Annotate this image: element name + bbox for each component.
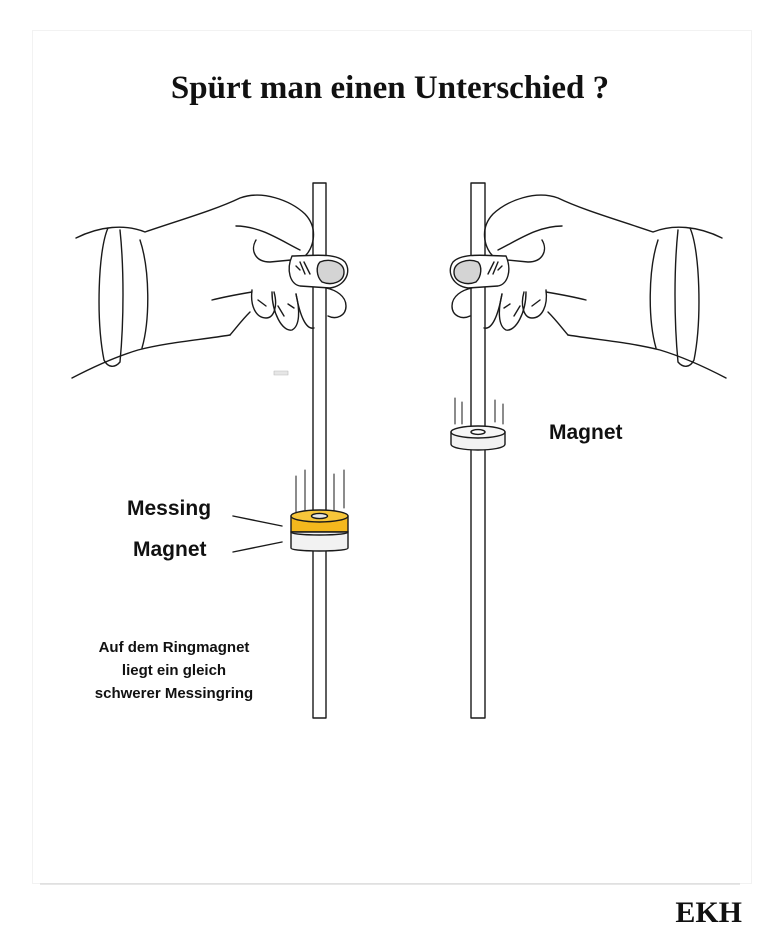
- left-rod: [312, 182, 327, 719]
- note-line-3: schwerer Messingring: [94, 685, 254, 702]
- right-hand: [449, 194, 727, 379]
- brass-ring: [290, 509, 349, 533]
- label-magnet-left: Magnet: [133, 538, 207, 561]
- motion-lines-right: [454, 397, 504, 425]
- author-signature: EKH: [675, 896, 742, 929]
- small-mark: [273, 370, 289, 376]
- label-magnet-right: Magnet: [549, 421, 623, 444]
- thumbnail-right: [453, 259, 482, 285]
- label-messing: Messing: [127, 497, 212, 520]
- pointer-messing: [232, 515, 283, 527]
- note-line-1: Auf dem Ringmagnet: [98, 639, 250, 656]
- pointer-magnet-left: [232, 541, 283, 553]
- magnet-ring-right: [450, 425, 506, 451]
- page-title: Spürt man einen Unterschied ?: [170, 70, 610, 106]
- note-line-2: liegt ein gleich: [121, 662, 227, 679]
- left-hand: [71, 194, 349, 379]
- magnet-ring-left: [290, 531, 349, 552]
- explanation-note: Auf dem Ringmagnet liegt ein gleich schw…: [76, 636, 272, 705]
- motion-lines-left: [295, 469, 345, 515]
- thumbnail-left: [316, 259, 345, 285]
